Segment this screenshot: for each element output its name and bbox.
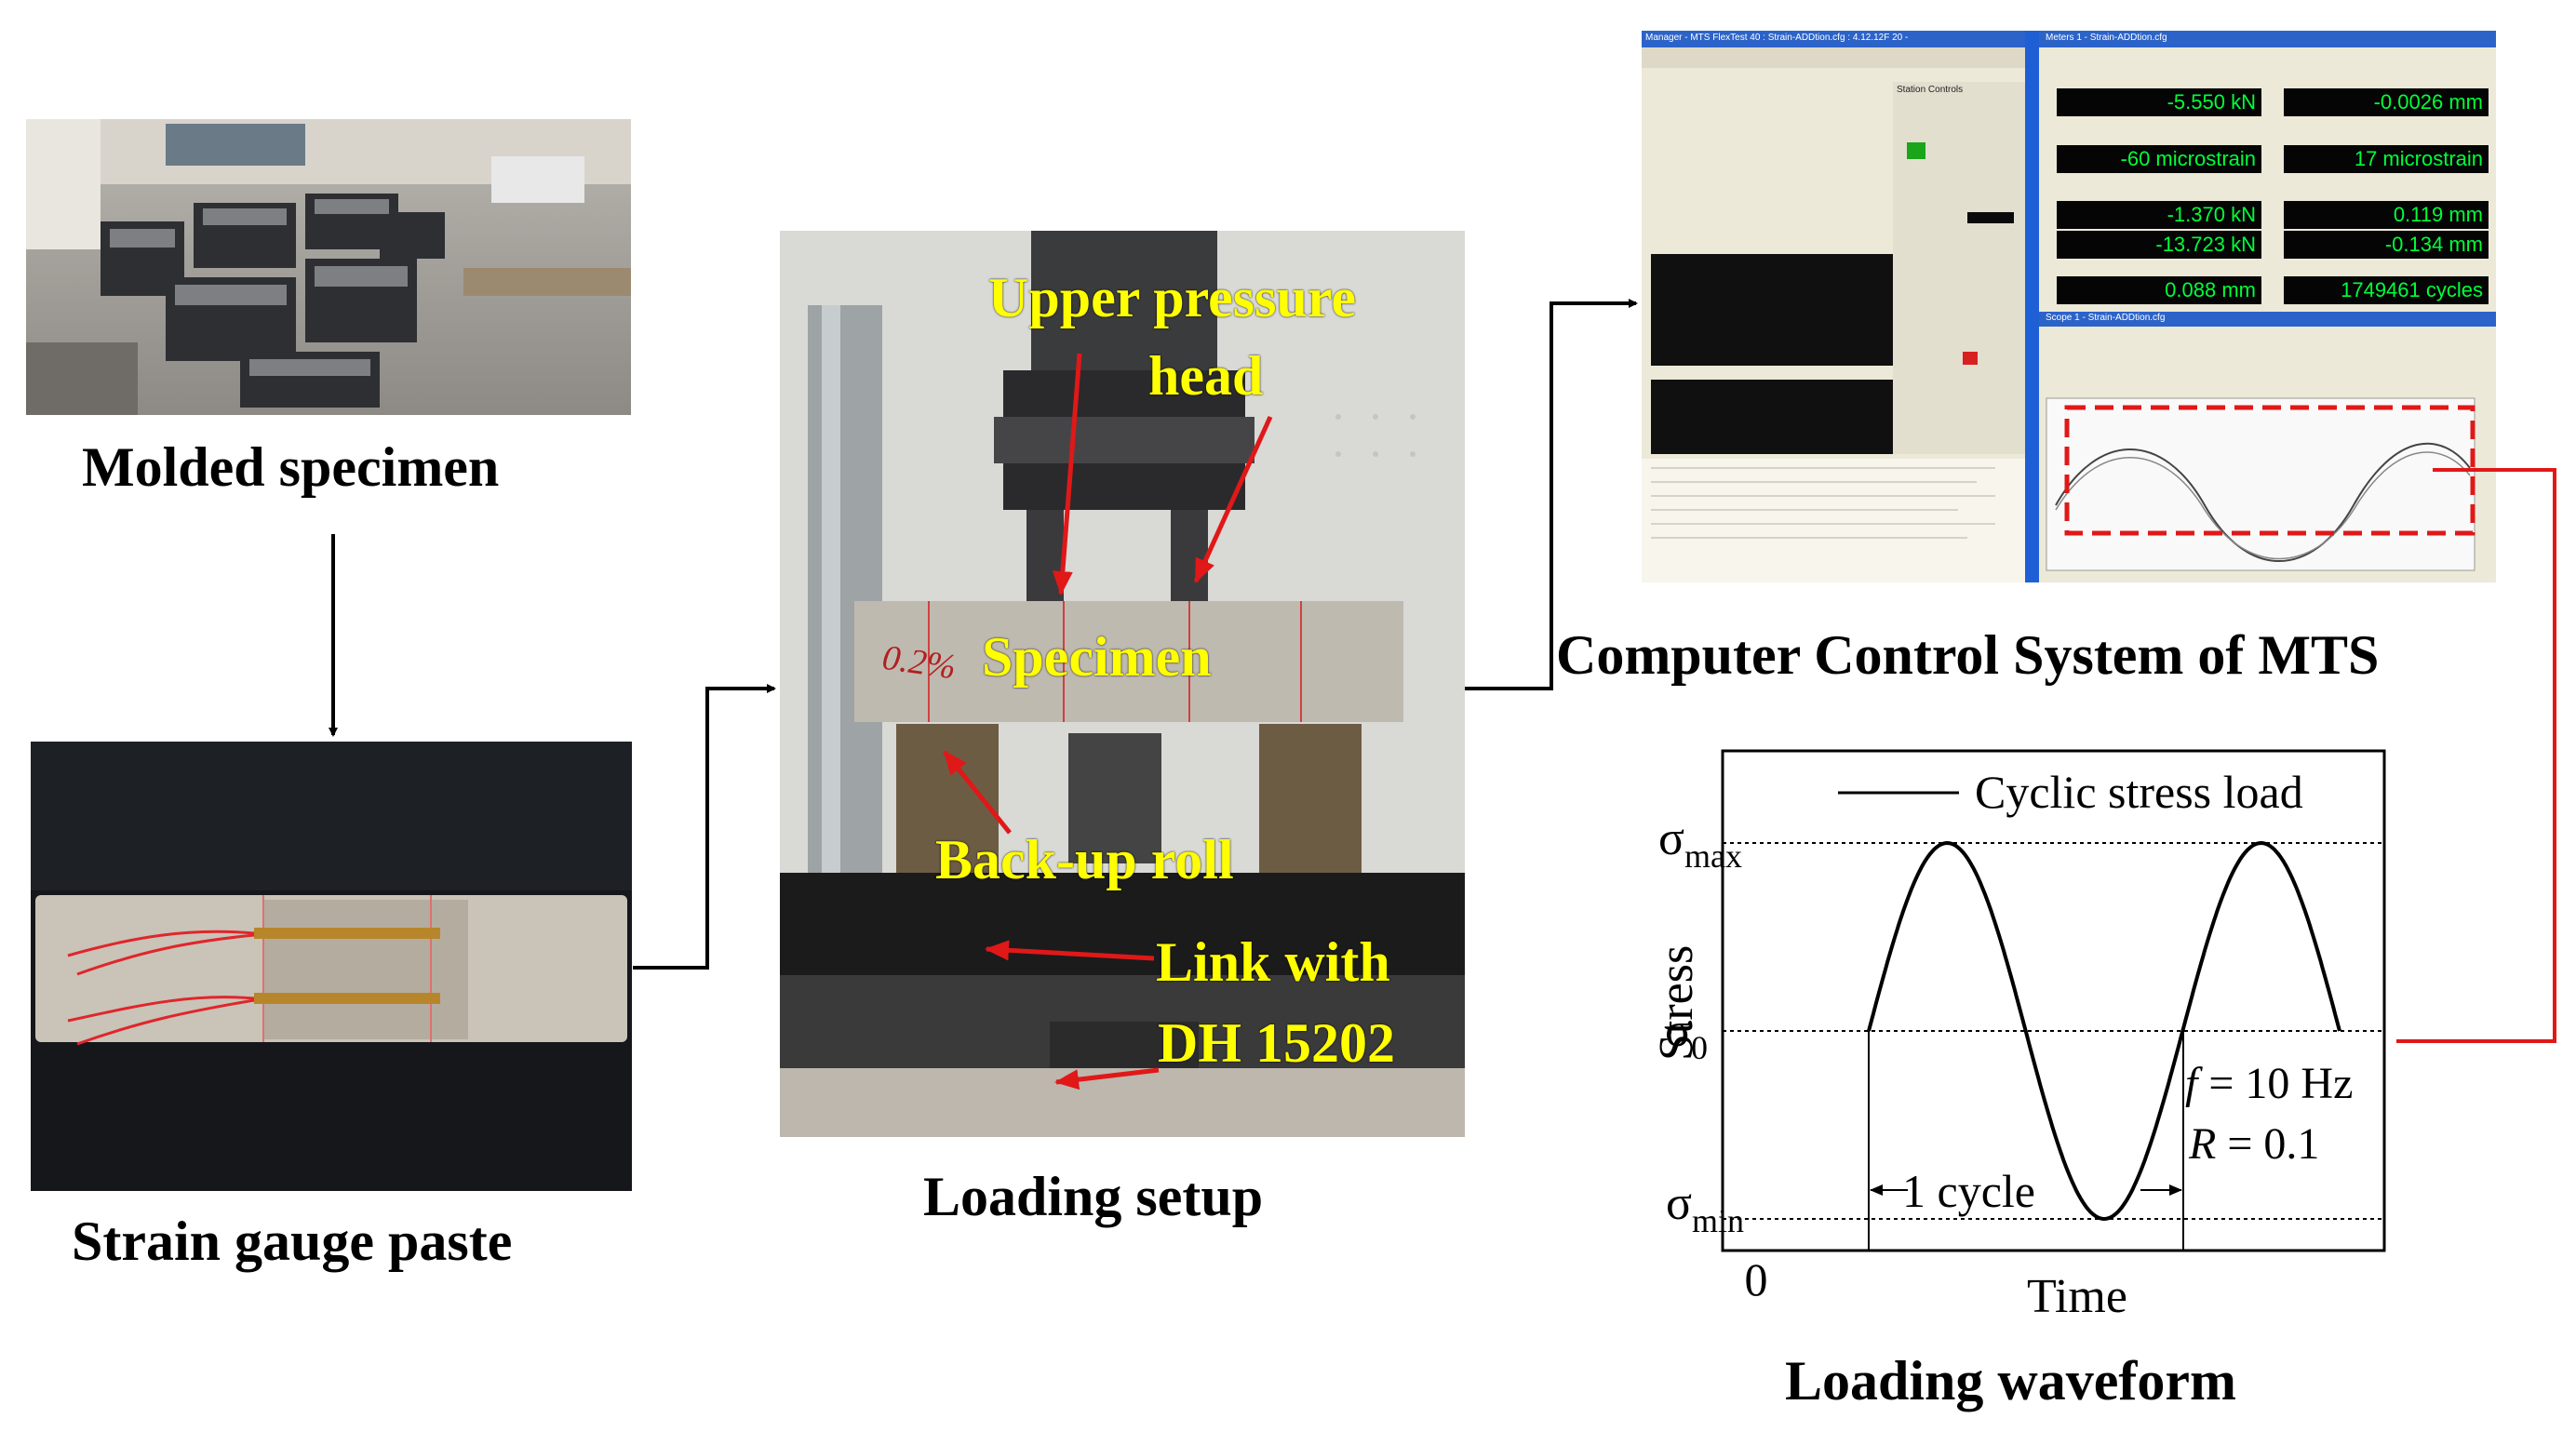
label-specimen: Specimen (982, 626, 1212, 688)
caption-molded-specimen: Molded specimen (82, 436, 500, 498)
frequency-label: f = 10 Hz (2185, 1059, 2353, 1108)
arrow-upper-head-right (1193, 415, 1273, 583)
label-upper-pressure-head: Upper pressure (988, 267, 1357, 328)
label-dh-15202: DH 15202 (1158, 1012, 1395, 1074)
sigma-zero-label: σ0 (1665, 1004, 1708, 1066)
caption-computer-control: Computer Control System of MTS (1556, 624, 2380, 686)
molded-specimen-photo (26, 119, 631, 415)
stress-ratio-label: R = 0.1 (2188, 1119, 2319, 1169)
meter-readout: 0.088 mm (2165, 278, 2256, 301)
meter-readout: -13.723 kN (2155, 233, 2256, 256)
meter-readout: -1.370 kN (2167, 203, 2256, 226)
arrow-backup-roll (943, 750, 1012, 835)
arrow-gauge-to-setup (633, 684, 776, 970)
mts-screen-photo: Manager - MTS FlexTest 40 : Strain-ADDti… (1642, 31, 2496, 582)
caption-strain-gauge-paste: Strain gauge paste (72, 1211, 513, 1272)
caption-loading-setup: Loading setup (923, 1166, 1264, 1227)
strain-gauge-photo (31, 742, 632, 1191)
arrow-link-top (985, 940, 1155, 961)
mts-station-controls-label: Station Controls (1897, 85, 1964, 95)
arrow-upper-head-left (1052, 353, 1082, 595)
meter-readout: -0.134 mm (2384, 233, 2483, 256)
sigma-max-label: σmax (1658, 812, 1742, 875)
mts-left-title: Manager - MTS FlexTest 40 : Strain-ADDti… (1645, 33, 1909, 43)
meter-readout: -0.0026 mm (2373, 90, 2483, 114)
loading-setup-photo (780, 231, 1465, 1137)
plot-frame (1721, 749, 2386, 1252)
sigma-min-label: σmin (1666, 1177, 1744, 1239)
origin-label: 0 (1745, 1253, 1768, 1305)
x-axis-label: Time (2027, 1270, 2127, 1323)
cycle-label: 1 cycle (1902, 1165, 2035, 1217)
meter-readout: 17 microstrain (2354, 147, 2483, 170)
meter-readout: 1749461 cycles (2341, 278, 2483, 301)
arrow-link-bottom (1054, 1067, 1160, 1090)
caption-loading-waveform: Loading waveform (1785, 1350, 2236, 1412)
arrow-setup-to-mts (1465, 299, 1638, 690)
label-link-with: Link with (1156, 931, 1390, 993)
cyclic-stress-curve (1867, 840, 2341, 1222)
label-backup-roll: Back-up roll (935, 829, 1234, 890)
legend-label: Cyclic stress load (1975, 766, 2303, 818)
link-scope-to-waveform (2396, 468, 2556, 1043)
mts-right-title: Meters 1 - Strain-ADDtion.cfg (2046, 33, 2167, 43)
mts-scope-title: Scope 1 - Strain-ADDtion.cfg (2046, 313, 2166, 323)
meter-readout: 0.119 mm (2393, 203, 2483, 226)
meter-readout: -5.550 kN (2167, 90, 2256, 114)
label-upper-pressure-head-2: head (1148, 345, 1264, 407)
y-axis-label: Stress (1650, 945, 1703, 1061)
meter-readout: -60 microstrain (2120, 147, 2256, 170)
